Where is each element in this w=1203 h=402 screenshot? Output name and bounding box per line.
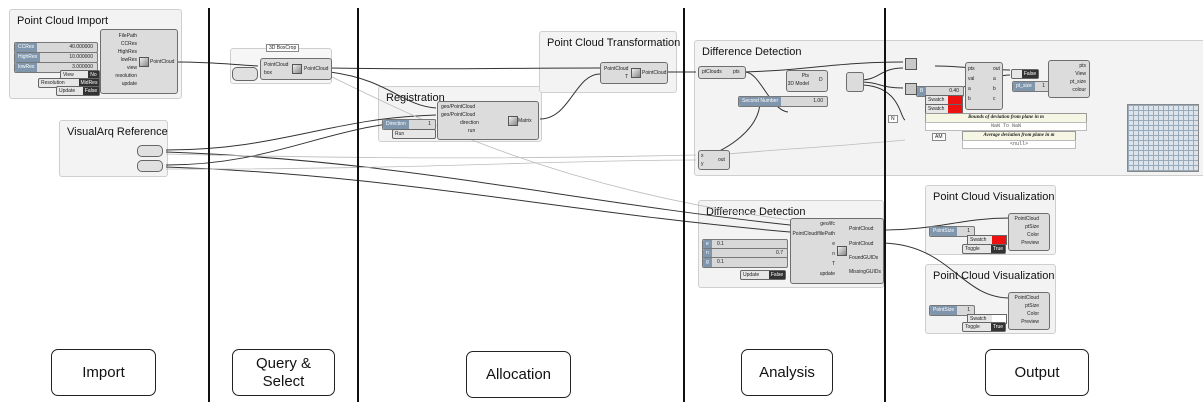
stage-label-output: Output [985, 349, 1089, 396]
registration-component[interactable]: geo/PointCloud geo/PointCloud direction … [437, 101, 539, 140]
visualization-component-2[interactable]: PointCloud ptSize Color Preview [1008, 292, 1050, 330]
group-title: VisualArq Reference [67, 126, 168, 138]
stage-label-analysis: Analysis [741, 349, 833, 396]
point-cloud-import-component[interactable]: FilePath CCRes HighRes lowRes view resol… [100, 29, 178, 94]
visualization-component-1[interactable]: PointCloud ptSize Color Preview [1008, 213, 1050, 251]
avg-label: AM [932, 133, 946, 141]
matrix-icon [508, 116, 518, 126]
transform-component[interactable]: PointCloud T PointCloud [600, 62, 668, 84]
group-title: Difference Detection [702, 46, 802, 58]
group-title: Point Cloud Import [17, 15, 109, 27]
compare-component[interactable] [846, 72, 864, 92]
xy-script-component[interactable]: x y out [698, 150, 730, 170]
stage-label-allocation: Allocation [466, 351, 571, 398]
group-title: Registration [386, 92, 445, 104]
group-title: Point Cloud Transformation [547, 37, 681, 49]
stage-divider-1 [208, 8, 210, 402]
group-title: Point Cloud Visualization [933, 191, 1055, 203]
histogram-preview [1127, 104, 1199, 172]
box-param[interactable] [232, 67, 258, 81]
difference-detection-component[interactable]: geo/ifc PointCloud/filePath e n T update… [790, 218, 884, 284]
box-crop-label: 3D BoxCrop [266, 44, 300, 52]
view-script-component[interactable]: pts View pt_size colour [1048, 60, 1090, 98]
stage-divider-4 [884, 8, 886, 402]
visualarq-geometry-param-1[interactable] [137, 145, 163, 157]
color-script-component[interactable]: pts val a b out a b c [965, 62, 1003, 110]
stage-divider-2 [357, 8, 359, 402]
gradient-icon-2 [905, 83, 917, 95]
ptclouds-script-component[interactable]: ptClouds pts [698, 66, 746, 79]
box-crop-component[interactable]: PointCloud box PointCloud [260, 58, 332, 80]
distance-component[interactable]: Pts 3D Model D [786, 70, 828, 92]
stage-label-query-select: Query & Select [232, 349, 335, 396]
n-label: N [888, 115, 898, 123]
stage-divider-3 [683, 8, 685, 402]
gradient-icon-1 [905, 58, 917, 70]
run-button[interactable]: Run [392, 129, 436, 139]
group-title: Difference Detection [706, 206, 806, 218]
view-false-toggle[interactable]: False [1011, 69, 1039, 79]
point-cloud-icon [292, 64, 302, 74]
average-panel-content: <null> [962, 140, 1076, 149]
point-cloud-icon [631, 68, 641, 78]
visualarq-geometry-param-2[interactable] [137, 160, 163, 172]
stage-label-import: Import [51, 349, 156, 396]
point-cloud-icon [837, 246, 847, 256]
bounds-panel-content: NaN To NaN [925, 122, 1087, 131]
point-cloud-icon [139, 57, 149, 67]
stage-label-text: Query & Select [255, 354, 312, 390]
